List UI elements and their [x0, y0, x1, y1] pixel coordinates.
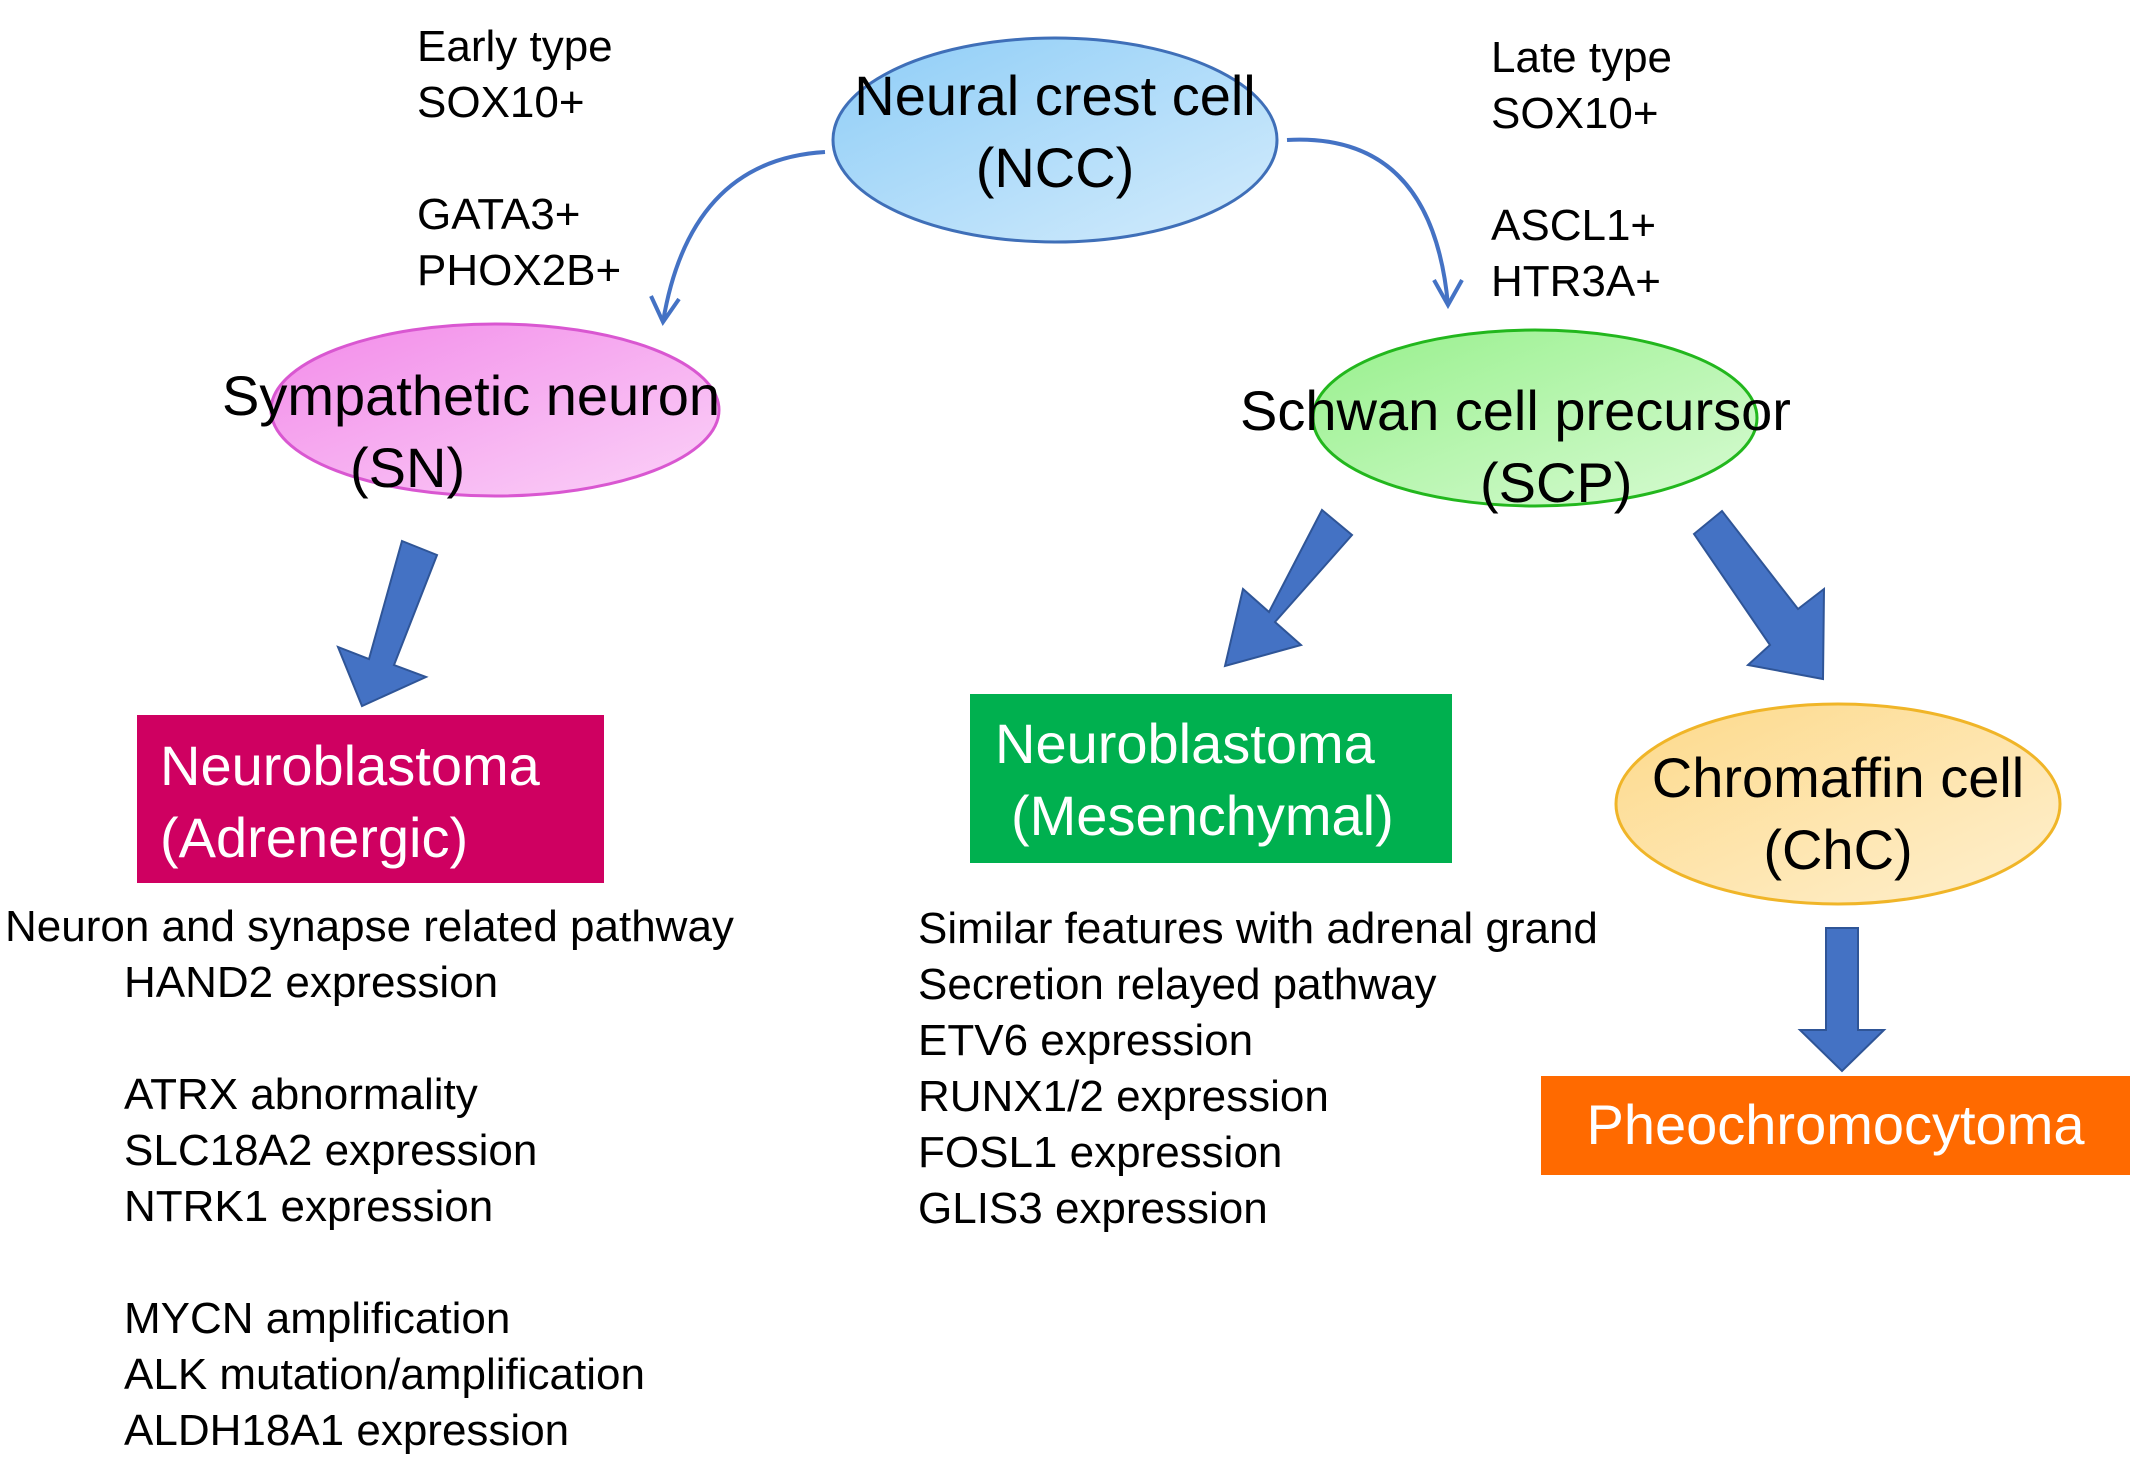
feature-item: ALK mutation/amplification: [124, 1350, 645, 1399]
ncc-name: Neural crest cell: [854, 64, 1256, 127]
feature-item: RUNX1/2 expression: [918, 1072, 1329, 1121]
block-arrow-scp-to-mesenchymal: [1223, 508, 1354, 668]
feature-item: HAND2 expression: [124, 958, 499, 1007]
late-marker: SOX10+: [1491, 89, 1659, 138]
feature-item: Neuron and synapse related pathway: [5, 902, 734, 951]
feature-item: MYCN amplification: [124, 1294, 511, 1343]
adrenergic-features: Neuron and synapse related pathway HAND2…: [5, 899, 734, 1459]
adrenergic-subtitle: (Adrenergic): [160, 806, 469, 869]
block-arrow-chc-to-pheo: [1797, 927, 1887, 1073]
block-arrow-sn-to-adrenergic: [336, 539, 439, 708]
late-markers: Late type SOX10+ ASCL1+ HTR3A+: [1491, 30, 1672, 310]
sn-label: Sympathetic neuron (SN): [222, 360, 762, 504]
feature-item: GLIS3 expression: [918, 1184, 1268, 1233]
feature-item: Similar features with adrenal grand: [918, 904, 1598, 953]
late-marker: HTR3A+: [1491, 257, 1661, 306]
pheo-box: [1541, 1076, 2130, 1175]
chc-abbr: (ChC): [1763, 818, 1913, 881]
feature-item: SLC18A2 expression: [124, 1126, 538, 1175]
feature-item: ETV6 expression: [918, 1016, 1254, 1065]
early-markers: Early type SOX10+ GATA3+ PHOX2B+: [417, 19, 621, 299]
block-arrow-scp-to-chc: [1692, 509, 1826, 681]
pheo-box-label: Pheochromocytoma: [1541, 1089, 2130, 1161]
scp-ellipse: [1311, 328, 1759, 508]
scp-label: Schwan cell precursor (SCP): [1240, 375, 1840, 519]
curve-arrow-to-sn: [661, 150, 826, 323]
feature-item: Secretion relayed pathway: [918, 960, 1437, 1009]
mesenchymal-box-label: Neuroblastoma (Mesenchymal): [995, 708, 1394, 852]
curve-arrow-to-scp-head: [1432, 279, 1464, 310]
chc-ellipse: [1614, 702, 2062, 906]
chc-label: Chromaffin cell (ChC): [1620, 742, 2056, 886]
mesenchymal-box: [970, 694, 1452, 863]
chc-name: Chromaffin cell: [1651, 746, 2025, 809]
early-marker: PHOX2B+: [417, 246, 622, 295]
feature-item: NTRK1 expression: [124, 1182, 494, 1231]
mesenchymal-subtitle: (Mesenchymal): [1011, 784, 1394, 847]
curve-arrow-to-scp: [1286, 137, 1450, 306]
sn-ellipse: [269, 322, 721, 498]
adrenergic-box: [137, 715, 604, 883]
feature-item: ALDH18A1 expression: [124, 1406, 570, 1455]
adrenergic-box-label: Neuroblastoma (Adrenergic): [160, 730, 540, 874]
late-marker: Late type: [1491, 33, 1673, 82]
ncc-label: Neural crest cell (NCC): [833, 60, 1277, 204]
early-marker: GATA3+: [417, 190, 581, 239]
early-marker: Early type: [417, 22, 613, 71]
mesenchymal-features: Similar features with adrenal grand Secr…: [918, 901, 1598, 1237]
feature-item: ATRX abnormality: [124, 1070, 478, 1119]
early-marker: SOX10+: [417, 78, 585, 127]
scp-name: Schwan cell precursor: [1240, 379, 1791, 442]
ncc-ellipse: [831, 36, 1279, 244]
sn-name: Sympathetic neuron: [222, 364, 721, 427]
mesenchymal-title: Neuroblastoma: [995, 712, 1375, 775]
ncc-abbr: (NCC): [975, 136, 1135, 199]
pheo-title: Pheochromocytoma: [1586, 1093, 2085, 1156]
sn-abbr: (SN): [350, 436, 466, 499]
scp-abbr: (SCP): [1480, 451, 1633, 514]
adrenergic-title: Neuroblastoma: [160, 734, 540, 797]
late-marker: ASCL1+: [1491, 201, 1657, 250]
feature-item: FOSL1 expression: [918, 1128, 1283, 1177]
curve-arrow-to-sn-head: [649, 295, 681, 327]
